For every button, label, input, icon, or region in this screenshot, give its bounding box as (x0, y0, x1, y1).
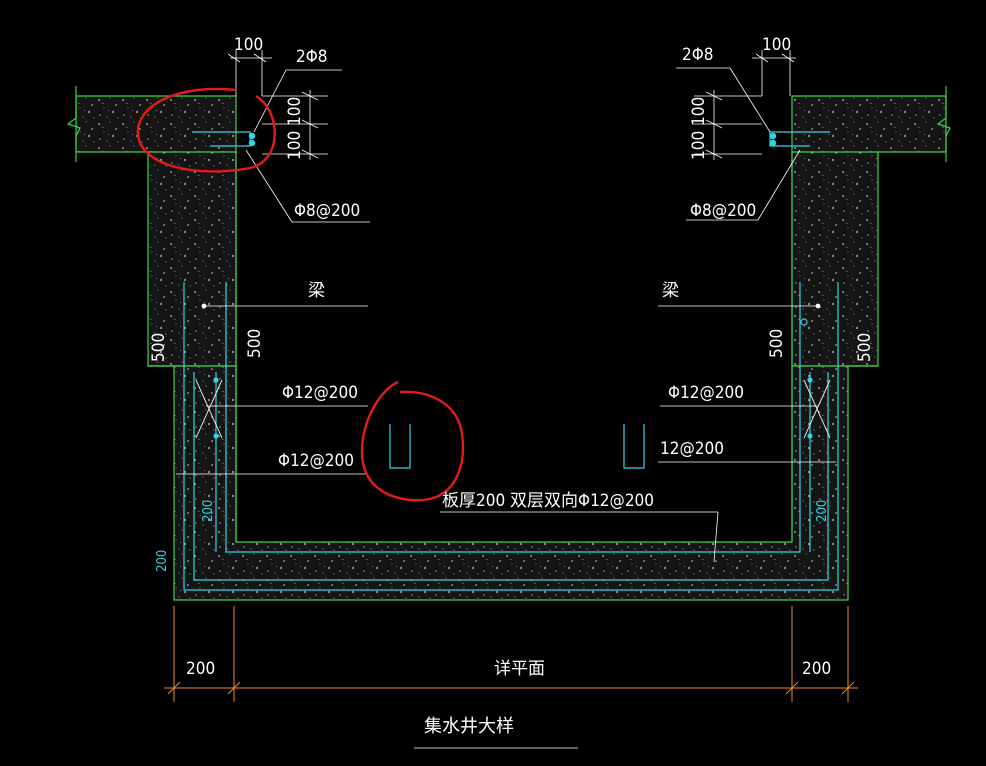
label-right-vertical-dims: 100 100 (689, 97, 709, 160)
label-wall-left-outer: 500 (149, 333, 169, 362)
break-line-left (66, 86, 81, 162)
label-wall-right-inner: 500 (767, 329, 787, 358)
labels: 100 2Φ8 100 100 Φ8@200 100 2Φ8 100 100 Φ… (149, 35, 875, 737)
bottom-dimension (164, 606, 858, 702)
left-top-slab (75, 95, 237, 161)
label-top-left-bar: 2Φ8 (296, 47, 328, 67)
markup-circle-center (360, 380, 465, 502)
label-bottom-dim-mid: 详平面 (494, 659, 545, 679)
label-beam-left: 梁 (308, 281, 325, 301)
label-wall-left-inner: 500 (245, 329, 265, 358)
leader-lines (176, 50, 836, 749)
label-right-wall-thickness: 200 (815, 500, 830, 522)
label-bottom-dim-left: 200 (186, 659, 215, 679)
rebar (183, 131, 839, 591)
label-right-rebar-upper: Φ12@200 (668, 383, 744, 403)
pit-walls (173, 365, 849, 601)
drawing-title: 集水井大样 (424, 716, 514, 737)
label-beam-right: 梁 (662, 281, 679, 301)
label-top-right-dim: 100 (762, 35, 791, 55)
label-left-stirrup: Φ8@200 (294, 201, 360, 221)
red-markup (136, 87, 465, 502)
concrete-section (66, 86, 951, 601)
break-line-right (936, 86, 951, 162)
label-left-rebar-upper: Φ12@200 (282, 383, 358, 403)
label-slab-note: 板厚200 双层双向Φ12@200 (442, 491, 654, 511)
label-bottom-slab-thickness: 200 (155, 550, 170, 572)
label-top-left-dim: 100 (234, 35, 263, 55)
label-bottom-dim-right: 200 (802, 659, 831, 679)
label-left-wall-thickness: 200 (201, 500, 216, 522)
label-right-rebar-lower: 12@200 (660, 439, 724, 459)
label-left-rebar-lower: Φ12@200 (278, 451, 354, 471)
markup-ellipse-top-left (136, 87, 276, 173)
label-left-vertical-dims: 100 100 (285, 97, 305, 160)
label-top-right-bar: 2Φ8 (682, 45, 714, 65)
label-wall-right-outer: 500 (855, 333, 875, 362)
label-right-stirrup: Φ8@200 (690, 201, 756, 221)
right-top-slab (791, 95, 947, 161)
